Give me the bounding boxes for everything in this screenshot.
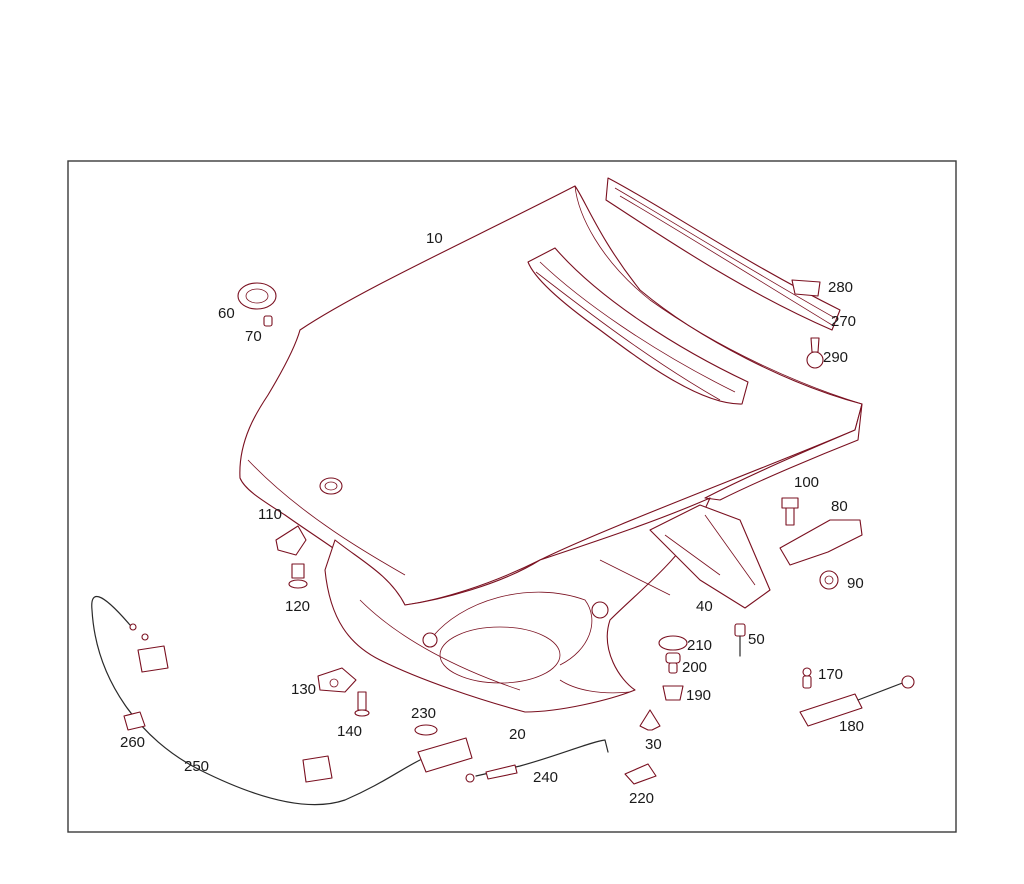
label-130: 130 (291, 681, 316, 698)
label-10: 10 (426, 230, 443, 247)
label-190: 190 (686, 687, 711, 704)
bowden-cable-part (91, 595, 473, 806)
label-180: 180 (839, 718, 864, 735)
label-230: 230 (411, 705, 436, 722)
label-30: 30 (645, 736, 662, 753)
clip-220-part (624, 763, 657, 785)
release-cable-part (465, 739, 609, 783)
label-50: 50 (748, 631, 765, 648)
label-120: 120 (285, 598, 310, 615)
bracket-110-part (275, 525, 307, 556)
washer-210-part (658, 635, 688, 651)
grille-part (605, 177, 841, 331)
washer-230-part (414, 724, 438, 736)
label-70: 70 (245, 328, 262, 345)
label-60: 60 (218, 305, 235, 322)
label-270: 270 (831, 313, 856, 330)
gas-spring-part (799, 675, 915, 727)
label-90: 90 (847, 575, 864, 592)
bolt-90-part (819, 570, 839, 590)
inner-panel-part (324, 497, 711, 713)
clip-part (263, 315, 273, 327)
label-140: 140 (337, 723, 362, 740)
label-290: 290 (823, 349, 848, 366)
bolt-140-part (354, 691, 370, 717)
label-40: 40 (696, 598, 713, 615)
hood-lock-part (779, 519, 863, 566)
screw-290-part (806, 337, 824, 369)
clip-260-part (123, 711, 146, 731)
clip-30-part (639, 709, 661, 731)
label-110: 110 (258, 506, 282, 523)
bolt-100-part (781, 497, 799, 526)
label-80: 80 (831, 498, 848, 515)
pin-50-part (734, 623, 746, 657)
bumper-130-part (317, 667, 357, 693)
bolt-120-part (288, 563, 308, 589)
seal-ring-part (237, 282, 277, 310)
cable-holder-upper (137, 645, 169, 673)
ball-stud-170-part (802, 667, 812, 689)
label-280: 280 (828, 279, 853, 296)
diagram-frame (67, 160, 957, 833)
label-240: 240 (533, 769, 558, 786)
label-200: 200 (682, 659, 707, 676)
label-100: 100 (794, 474, 819, 491)
label-210: 210 (687, 637, 712, 654)
buffer-190-part (662, 685, 684, 701)
label-220: 220 (629, 790, 654, 807)
label-170: 170 (818, 666, 843, 683)
cable-holder-lower (302, 755, 333, 783)
hinge-bracket-part (649, 504, 771, 609)
label-260: 260 (120, 734, 145, 751)
clip-280-part (791, 279, 821, 297)
label-250: 250 (184, 758, 209, 775)
buffer-200-part (665, 652, 681, 674)
label-20: 20 (509, 726, 526, 743)
hood-part (239, 185, 863, 606)
